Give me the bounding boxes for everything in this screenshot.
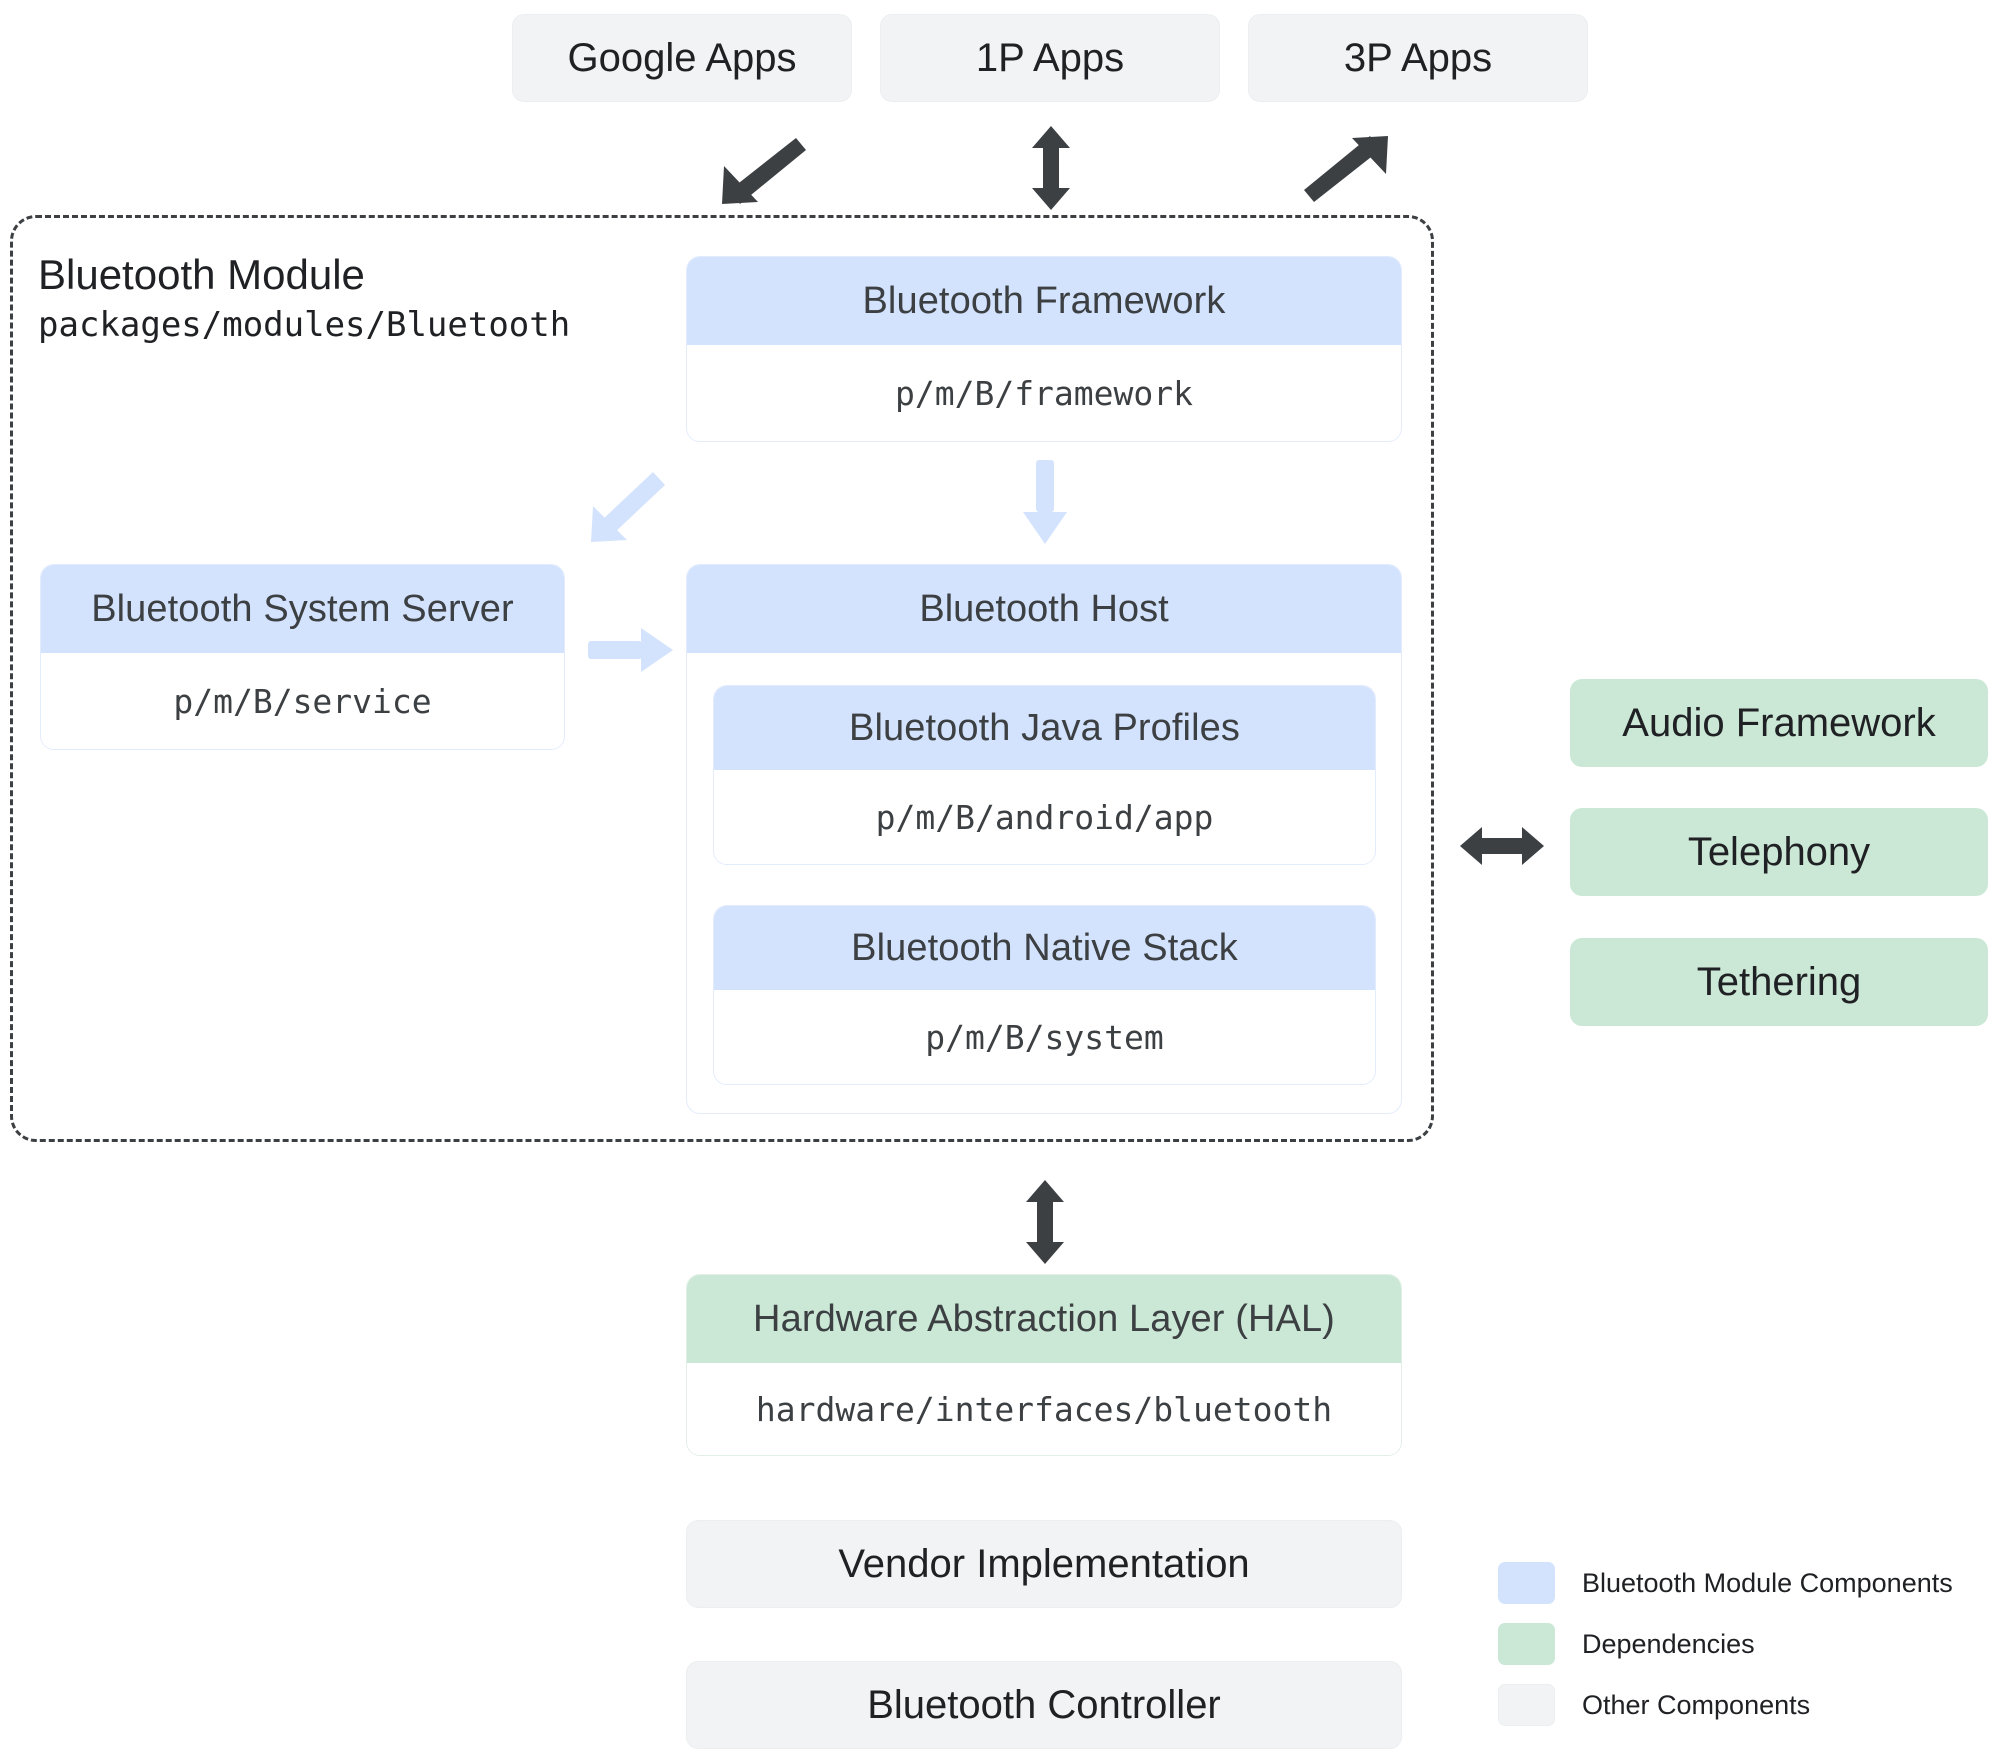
bluetooth-module-container: [10, 215, 1434, 1142]
bluetooth-framework-title: Bluetooth Framework: [687, 257, 1401, 345]
framework-to-system-server-diagonal-arrow-icon: [591, 472, 665, 542]
legend-label-dependencies: Dependencies: [1582, 1628, 1755, 1659]
audio-framework-label: Audio Framework: [1622, 700, 1936, 745]
diagonal-up-right-arrow-icon: [1304, 136, 1388, 202]
module-to-hal-double-arrow-icon: [1026, 1180, 1064, 1264]
vendor-implementation-label: Vendor Implementation: [838, 1541, 1250, 1586]
hal-box[interactable]: Hardware Abstraction Layer (HAL) hardwar…: [686, 1274, 1402, 1456]
legend-swatch-green-icon: [1498, 1623, 1555, 1665]
1p-apps-box[interactable]: 1P Apps: [880, 14, 1220, 102]
bluetooth-system-server-title: Bluetooth System Server: [41, 565, 564, 653]
system-server-to-host-right-arrow-icon: [588, 628, 673, 672]
module-title: Bluetooth Module: [38, 251, 365, 298]
bluetooth-native-stack-box[interactable]: Bluetooth Native Stack p/m/B/system: [713, 905, 1376, 1085]
legend-label-module-components: Bluetooth Module Components: [1582, 1567, 1953, 1598]
double-vertical-arrow-icon: [1032, 126, 1070, 210]
3p-apps-label: 3P Apps: [1343, 35, 1493, 80]
hal-title: Hardware Abstraction Layer (HAL): [687, 1275, 1401, 1363]
bluetooth-framework-box[interactable]: Bluetooth Framework p/m/B/framework: [686, 256, 1402, 442]
bluetooth-controller-box[interactable]: Bluetooth Controller: [686, 1661, 1402, 1749]
bluetooth-java-profiles-path: p/m/B/android/app: [714, 770, 1375, 864]
tethering-box[interactable]: Tethering: [1570, 938, 1988, 1026]
bluetooth-native-stack-path: p/m/B/system: [714, 990, 1375, 1084]
bluetooth-native-stack-title: Bluetooth Native Stack: [714, 906, 1375, 990]
3p-apps-box[interactable]: 3P Apps: [1248, 14, 1588, 102]
bluetooth-system-server-box[interactable]: Bluetooth System Server p/m/B/service: [40, 564, 565, 750]
bluetooth-system-server-path: p/m/B/service: [41, 653, 564, 749]
tethering-label: Tethering: [1696, 959, 1862, 1004]
diagonal-down-left-arrow-icon: [722, 138, 806, 204]
legend-swatch-grey-icon: [1498, 1684, 1555, 1726]
1p-apps-label: 1P Apps: [975, 35, 1125, 80]
bluetooth-controller-label: Bluetooth Controller: [867, 1682, 1221, 1727]
vendor-implementation-box[interactable]: Vendor Implementation: [686, 1520, 1402, 1608]
module-path: packages/modules/Bluetooth: [38, 305, 571, 345]
legend-label-other-components: Other Components: [1582, 1689, 1811, 1720]
legend-swatch-blue-icon: [1498, 1562, 1555, 1604]
bluetooth-host-title: Bluetooth Host: [687, 565, 1401, 653]
legend-item-dependencies: Dependencies: [1498, 1618, 1953, 1670]
legend-item-module-components: Bluetooth Module Components: [1498, 1557, 1953, 1609]
bluetooth-java-profiles-box[interactable]: Bluetooth Java Profiles p/m/B/android/ap…: [713, 685, 1376, 865]
legend: Bluetooth Module Components Dependencies…: [1498, 1557, 1953, 1740]
telephony-box[interactable]: Telephony: [1570, 808, 1988, 896]
google-apps-label: Google Apps: [567, 35, 797, 80]
audio-framework-box[interactable]: Audio Framework: [1570, 679, 1988, 767]
framework-to-host-down-arrow-icon: [1023, 460, 1067, 544]
hal-path: hardware/interfaces/bluetooth: [687, 1363, 1401, 1455]
bluetooth-java-profiles-title: Bluetooth Java Profiles: [714, 686, 1375, 770]
bluetooth-framework-path: p/m/B/framework: [687, 345, 1401, 441]
legend-item-other-components: Other Components: [1498, 1679, 1953, 1731]
telephony-label: Telephony: [1687, 829, 1871, 874]
module-to-dependencies-double-arrow-icon: [1460, 827, 1544, 865]
google-apps-box[interactable]: Google Apps: [512, 14, 852, 102]
